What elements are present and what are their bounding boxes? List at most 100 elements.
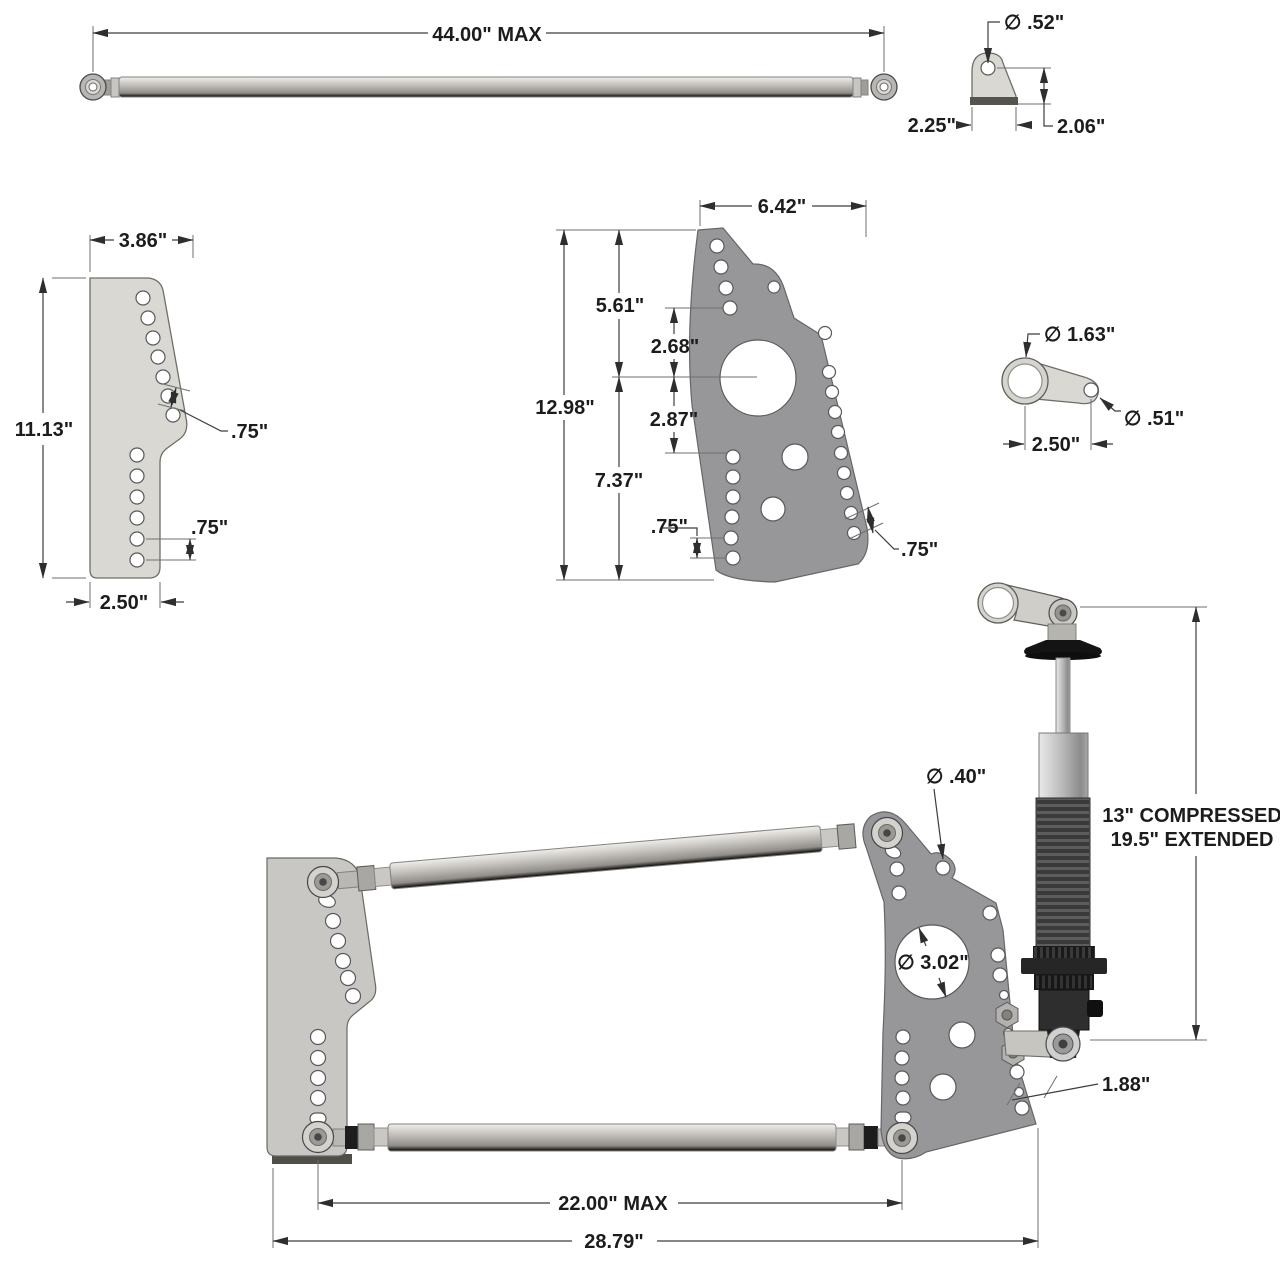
assembly-plate-holes xyxy=(884,845,1030,1124)
dim-axle-tube-hole: ∅ 3.02" xyxy=(897,927,969,998)
bar-tube xyxy=(118,76,854,98)
dim-upper-hole: ∅ .40" xyxy=(926,766,986,860)
dim-label-tab-hole: ∅ .52" xyxy=(1004,12,1064,34)
upper-link-bar xyxy=(336,823,857,892)
shock-spring-seat xyxy=(1021,958,1107,974)
dim-label-overall-length: 28.79" xyxy=(584,1231,644,1253)
dim-label-bracket-upper-spacing: .75" xyxy=(231,421,268,443)
shock-stem xyxy=(1047,623,1077,643)
shock-adjuster-knob xyxy=(1087,1000,1103,1017)
lower-left-holes xyxy=(723,449,741,566)
assembly-axle-tube-hole xyxy=(894,924,970,1000)
rod-end-collar xyxy=(110,77,120,98)
rod-end-eye-left xyxy=(79,73,107,101)
dim-axle-center-to-bottom: 7.37" xyxy=(595,376,643,581)
dim-label-clevis-tube: ∅ 1.63" xyxy=(1044,324,1115,346)
clevis-bolt-hole xyxy=(1083,382,1099,398)
dim-label-shock-extended: 19.5" EXTENDED xyxy=(1111,829,1274,851)
dim-label-clevis-hole: ∅ .51" xyxy=(1124,408,1184,430)
axle-tube-hole xyxy=(719,339,797,417)
shock-bump-cap-base xyxy=(1025,652,1101,660)
rod-end-eye-right xyxy=(870,73,898,101)
dim-bracket-height: 11.13" xyxy=(15,277,86,579)
dim-axle-left-spacing: .75" xyxy=(651,516,726,559)
dim-clevis-spacing: 2.50" xyxy=(1003,399,1113,456)
shock-bump-cap xyxy=(1024,640,1102,656)
frame-bracket-view: 3.86" 11.13" .75" .75" 2.50" xyxy=(15,230,269,614)
dim-bar-length: 22.00" MAX xyxy=(317,1160,903,1215)
dim-tab-hole: ∅ .52" xyxy=(983,12,1064,64)
dim-label-tab-width: 2.25" xyxy=(908,115,956,137)
dim-bracket-base-width: 2.50" xyxy=(66,582,184,614)
four-link-assembly-view: 13" COMPRESSED 19.5" EXTENDED ∅ .40" ∅ 3… xyxy=(266,582,1280,1253)
dim-label-axle-tube-hole: ∅ 3.02" xyxy=(897,952,968,974)
right-holes xyxy=(817,325,862,541)
dim-axle-width: 6.42" xyxy=(699,196,867,237)
dim-label-axle-hole-to-center: 2.68" xyxy=(651,336,699,358)
shock-upper-body xyxy=(1038,732,1089,800)
dim-bracket-top-width: 3.86" xyxy=(89,230,194,272)
bolt-hole xyxy=(980,60,996,76)
panhard-bar-view: 44.00" MAX xyxy=(79,24,898,101)
dim-bracket-lower-spacing: .75" xyxy=(146,517,228,561)
coilover-shock xyxy=(977,582,1107,1062)
dim-overall-length: 28.79" xyxy=(272,1128,1039,1253)
lower-bar-front-rod-end xyxy=(301,1120,335,1154)
dim-shock-travel: 13" COMPRESSED 19.5" EXTENDED xyxy=(1080,606,1280,1041)
lower-hole-row xyxy=(129,447,145,568)
dim-label-bar-length: 22.00" MAX xyxy=(558,1193,668,1215)
upper-bar-front-rod-end xyxy=(306,865,340,899)
upper-bar-rear-rod-end xyxy=(870,816,904,850)
upper-left-holes xyxy=(709,238,781,316)
shock-top-tube-bore xyxy=(981,586,1015,620)
dim-label-bracket-top-width: 3.86" xyxy=(119,230,167,252)
bracket-foot xyxy=(272,1154,352,1164)
shock-lower-bolt xyxy=(1058,1039,1068,1049)
medium-hole xyxy=(760,496,786,522)
dim-label-shock-compressed: 13" COMPRESSED xyxy=(1102,805,1280,827)
dim-label-axle-top-to-center: 5.61" xyxy=(596,295,644,317)
dim-tab-width: 2.25" xyxy=(908,107,1032,137)
dim-label-tab-height: 2.06" xyxy=(1057,116,1105,138)
shock-tab-part xyxy=(971,52,1017,105)
dim-label-panhard-length: 44.00" MAX xyxy=(432,24,542,46)
dim-label-clevis-spacing: 2.50" xyxy=(1032,434,1080,456)
dim-label-upper-hole: ∅ .40" xyxy=(926,766,986,788)
dim-label-bracket-height: 11.13" xyxy=(15,419,73,441)
dim-axle-height: 12.98" xyxy=(535,229,714,581)
tab-weld-base xyxy=(970,97,1018,105)
shock-clevis-view: ∅ 1.63" ∅ .51" 2.50" xyxy=(1001,324,1184,456)
dim-clevis-tube: ∅ 1.63" xyxy=(1023,324,1115,358)
shock-tab-view: ∅ .52" 2.25" 2.06" xyxy=(908,12,1106,138)
dim-label-bracket-base-width: 2.50" xyxy=(100,592,148,614)
dim-panhard-length: 44.00" MAX xyxy=(92,24,885,72)
lower-bar-rear-rod-end xyxy=(885,1121,919,1155)
clevis-tube-bore xyxy=(1007,363,1043,399)
lower-link-bar xyxy=(332,1123,891,1152)
dim-axle-hole-to-center: 2.68" 2.87" xyxy=(612,307,757,454)
dim-label-axle-center-to-bottom: 7.37" xyxy=(595,470,643,492)
assembly-bracket-holes xyxy=(309,894,362,1125)
dim-label-axle-left-spacing: .75" xyxy=(651,516,688,538)
shock-shaft xyxy=(1055,657,1071,735)
dim-bracket-upper-spacing: .75" xyxy=(157,383,268,443)
panhard-bar-part xyxy=(79,73,898,101)
shock-top-bolt xyxy=(1059,609,1067,617)
dim-label-shock-mount-offset: 1.88" xyxy=(1102,1074,1150,1096)
dim-tab-height: 2.06" xyxy=(997,67,1105,138)
dim-shock-mount-offset: 1.88" xyxy=(1006,1074,1150,1106)
shock-lower-body xyxy=(1038,989,1090,1031)
dim-label-axle-width: 6.42" xyxy=(758,196,806,218)
dim-label-axle-right-spacing: .75" xyxy=(901,539,938,561)
axle-bracket-view: 6.42" 12.98" 5.61" 7.37" 2.68" xyxy=(535,196,938,583)
dim-label-bracket-lower-spacing: .75" xyxy=(191,517,228,539)
dim-axle-top-to-center: 5.61" xyxy=(596,229,644,378)
rod-end-collar xyxy=(860,79,869,96)
dim-label-axle-height: 12.98" xyxy=(535,397,595,419)
dim-clevis-hole: ∅ .51" xyxy=(1099,397,1184,430)
rod-end-collar xyxy=(852,77,862,98)
medium-hole xyxy=(781,443,809,471)
dim-axle-right-spacing: .75" xyxy=(844,502,938,561)
